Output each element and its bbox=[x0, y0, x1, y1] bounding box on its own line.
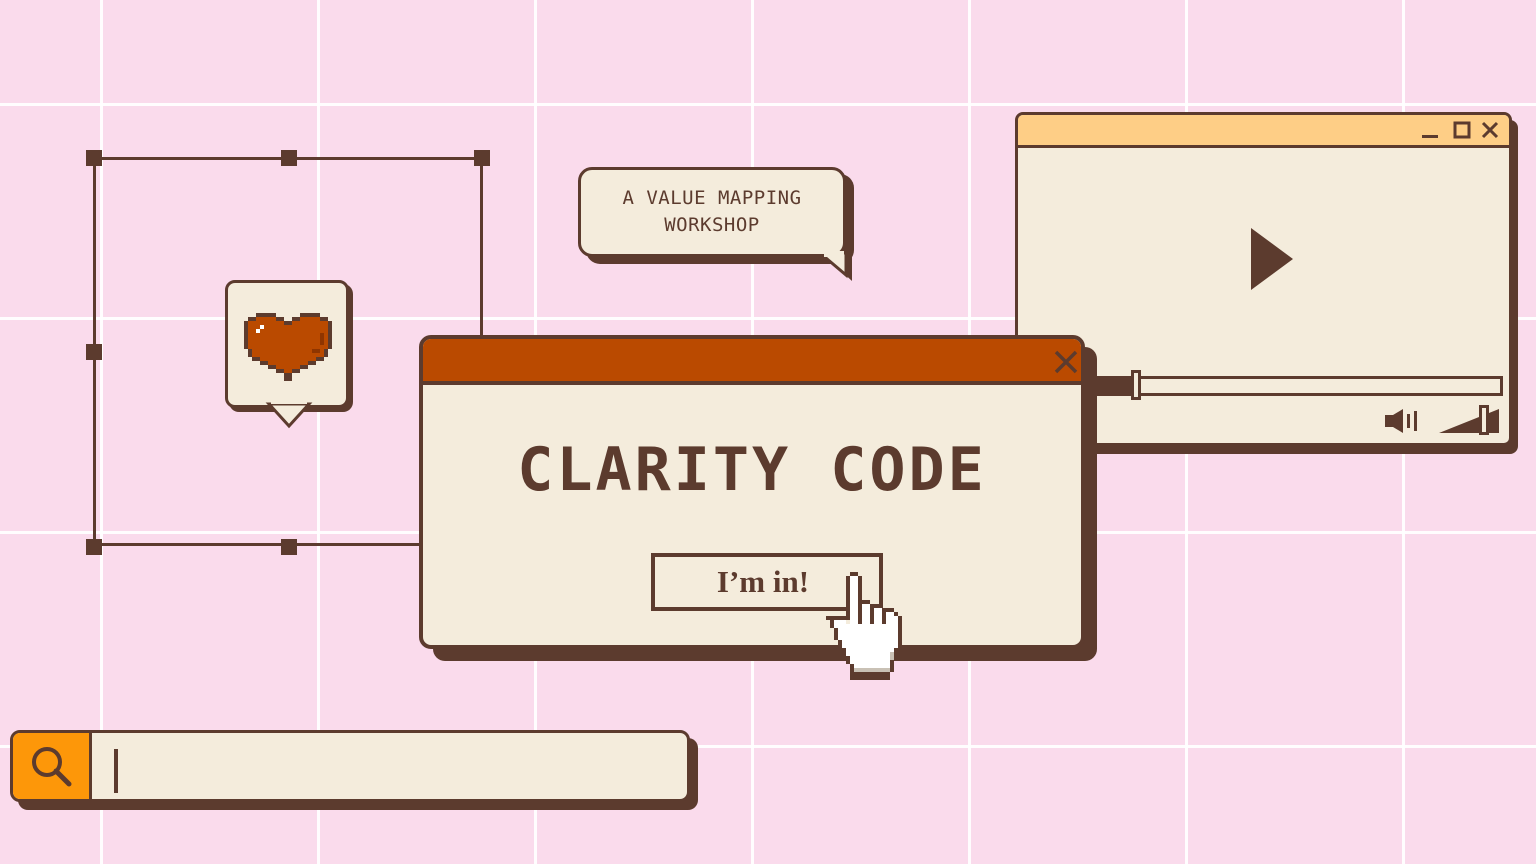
video-progress-knob[interactable] bbox=[1130, 370, 1141, 400]
bubble-tail bbox=[265, 398, 313, 429]
volume-icon[interactable] bbox=[1383, 408, 1423, 434]
hand-pointer-cursor-icon bbox=[826, 572, 902, 680]
resize-handle-bottom-middle[interactable] bbox=[281, 539, 297, 555]
volume-slider[interactable] bbox=[1439, 405, 1501, 436]
search-icon bbox=[32, 747, 72, 787]
speech-line-1: A VALUE MAPPING bbox=[622, 187, 802, 209]
search-input[interactable] bbox=[109, 743, 683, 791]
im-in-button[interactable]: I’m in! bbox=[651, 553, 883, 611]
speech-bubble-tail bbox=[815, 251, 852, 281]
close-icon[interactable] bbox=[1053, 349, 1079, 379]
video-titlebar[interactable] bbox=[1018, 115, 1509, 148]
resize-handle-bottom-left[interactable] bbox=[86, 539, 102, 555]
video-progress-fill bbox=[1095, 376, 1136, 396]
dialog-titlebar[interactable] bbox=[423, 339, 1081, 385]
play-icon[interactable] bbox=[1251, 228, 1295, 290]
text-caret bbox=[114, 749, 118, 793]
speech-bubble: A VALUE MAPPING WORKSHOP bbox=[578, 167, 854, 281]
pixel-heart-icon bbox=[244, 313, 332, 381]
maximize-icon[interactable] bbox=[1452, 120, 1472, 140]
resize-handle-top-right[interactable] bbox=[474, 150, 490, 166]
minimize-icon[interactable] bbox=[1420, 120, 1440, 140]
volume-knob[interactable] bbox=[1479, 405, 1490, 435]
resize-handle-middle-left[interactable] bbox=[86, 344, 102, 360]
close-icon[interactable] bbox=[1480, 120, 1500, 140]
dialog-title: CLARITY CODE bbox=[517, 435, 987, 505]
speech-line-2: WORKSHOP bbox=[664, 214, 760, 236]
video-progress-bar[interactable] bbox=[1095, 370, 1503, 400]
resize-handle-top-left[interactable] bbox=[86, 150, 102, 166]
search-button[interactable] bbox=[13, 733, 92, 799]
resize-handle-top-middle[interactable] bbox=[281, 150, 297, 166]
